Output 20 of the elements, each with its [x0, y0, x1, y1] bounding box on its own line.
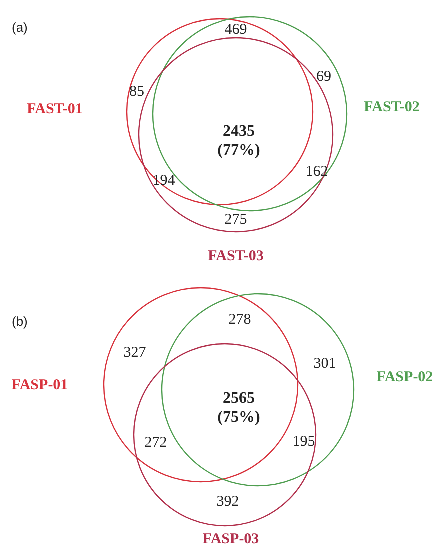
region-count: 392	[216, 493, 240, 511]
set-label: FAST-03	[208, 248, 264, 266]
set-label: FASP-02	[376, 370, 434, 386]
region-count: 85	[130, 83, 144, 101]
intersection-count: 2435 (77%)	[216, 122, 262, 160]
region-count: 69	[316, 68, 332, 86]
region-count: 272	[144, 434, 168, 452]
region-count: 195	[292, 433, 316, 451]
set-label: FASP-01	[12, 378, 68, 394]
intersection-count: 2565 (75%)	[216, 388, 262, 428]
region-count: 327	[124, 344, 146, 362]
panel-label: (b)	[12, 314, 28, 330]
set-label: FASP-03	[202, 532, 260, 548]
set-label: FAST-01	[27, 102, 83, 118]
panel-label: (a)	[12, 20, 28, 36]
region-count: 469	[224, 21, 248, 39]
region-count: 278	[228, 311, 252, 329]
region-count: 275	[224, 211, 248, 229]
region-count: 301	[314, 355, 336, 373]
set-label: FAST-02	[364, 100, 420, 116]
